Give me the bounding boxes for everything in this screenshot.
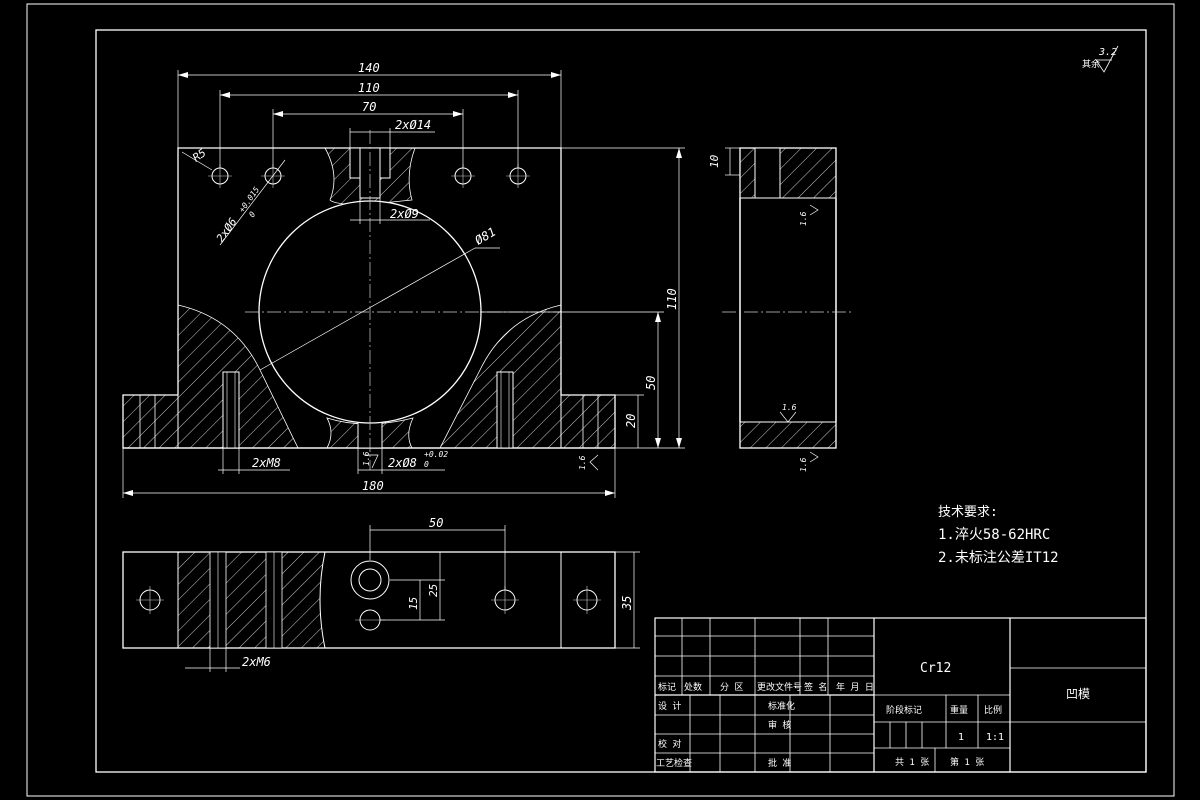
svg-text:比例: 比例 — [984, 704, 1002, 716]
svg-text:R5: R5 — [190, 146, 208, 164]
svg-text:1.6: 1.6 — [799, 211, 808, 226]
svg-text:重量: 重量 — [950, 704, 968, 716]
svg-text:50: 50 — [644, 376, 658, 390]
svg-text:3.2: 3.2 — [1098, 47, 1117, 58]
svg-text:+0.02: +0.02 — [424, 450, 448, 459]
svg-text:2xØ8: 2xØ8 — [388, 456, 417, 470]
title-block-text: 标记 处数 分 区 更改文件号 签 名 年 月 日 设 计 标准化 审 核 校 … — [656, 661, 1090, 769]
svg-text:分 区: 分 区 — [720, 682, 743, 693]
svg-text:审 核: 审 核 — [768, 719, 791, 731]
hatch-right-flange — [560, 394, 616, 449]
svg-text:设 计: 设 计 — [658, 700, 681, 712]
svg-text:Ø81: Ø81 — [473, 225, 499, 248]
svg-text:标准化: 标准化 — [768, 700, 795, 712]
svg-text:1.淬火58-62HRC: 1.淬火58-62HRC — [938, 527, 1050, 543]
outer-border — [26, 3, 1175, 797]
svg-text:2xØ6: 2xØ6 — [214, 215, 240, 244]
svg-text:110: 110 — [358, 81, 380, 95]
svg-text:校 对: 校 对 — [658, 738, 681, 750]
svg-text:1.6: 1.6 — [578, 455, 587, 470]
title-block — [654, 617, 1147, 773]
svg-text:70: 70 — [362, 100, 376, 114]
svg-text:1.6: 1.6 — [782, 403, 797, 412]
svg-text:阶段标记: 阶段标记 — [886, 704, 922, 716]
svg-text:50: 50 — [429, 516, 443, 530]
svg-text:0: 0 — [424, 460, 429, 469]
svg-text:2xM8: 2xM8 — [252, 456, 281, 470]
front-view: 140 110 70 2xØ14 2xØ9 R5 2xØ6 +0.015 0 Ø… — [122, 61, 685, 498]
svg-text:工艺检查: 工艺检查 — [656, 757, 692, 769]
inner-border — [95, 29, 1147, 773]
svg-text:第 1 张: 第 1 张 — [950, 756, 984, 768]
svg-text:年 月 日: 年 月 日 — [836, 681, 874, 693]
svg-text:其余: 其余 — [1082, 58, 1100, 70]
svg-text:更改文件号: 更改文件号 — [757, 681, 802, 693]
svg-text:共 1 张: 共 1 张 — [895, 757, 929, 768]
svg-text:180: 180 — [362, 479, 384, 493]
svg-text:35: 35 — [620, 596, 634, 611]
side-view: 10 1.6 1.6 1.6 — [708, 147, 852, 472]
tech-requirements: 技术要求: 1.淬火58-62HRC 2.未标注公差IT12 — [938, 505, 1059, 566]
svg-text:140: 140 — [358, 61, 380, 75]
svg-text:技术要求:: 技术要求: — [938, 505, 998, 520]
svg-text:1.6: 1.6 — [362, 451, 371, 466]
hatch-left-flange — [122, 394, 179, 449]
svg-text:1.6: 1.6 — [799, 457, 808, 472]
svg-text:标记: 标记 — [658, 681, 676, 693]
svg-text:2.未标注公差IT12: 2.未标注公差IT12 — [938, 550, 1059, 566]
svg-text:批 准: 批 准 — [768, 757, 791, 769]
svg-text:15: 15 — [407, 597, 420, 610]
svg-text:凹模: 凹模 — [1066, 687, 1090, 701]
svg-text:签 名: 签 名 — [804, 681, 827, 693]
svg-text:110: 110 — [665, 288, 679, 310]
svg-text:20: 20 — [624, 414, 638, 428]
roughness-note: 其余 3.2 — [1082, 45, 1119, 73]
svg-text:2xØ14: 2xØ14 — [395, 118, 431, 132]
svg-text:1:1: 1:1 — [986, 732, 1004, 743]
svg-text:1: 1 — [958, 732, 964, 743]
svg-text:25: 25 — [427, 584, 440, 597]
svg-text:10: 10 — [708, 154, 721, 168]
top-view: 50 25 15 35 2xM6 — [122, 516, 640, 672]
svg-text:处数: 处数 — [684, 681, 702, 693]
svg-text:2xM6: 2xM6 — [242, 655, 271, 669]
svg-text:2xØ9: 2xØ9 — [390, 207, 419, 221]
svg-text:Cr12: Cr12 — [920, 661, 951, 676]
svg-text:0: 0 — [247, 210, 257, 219]
